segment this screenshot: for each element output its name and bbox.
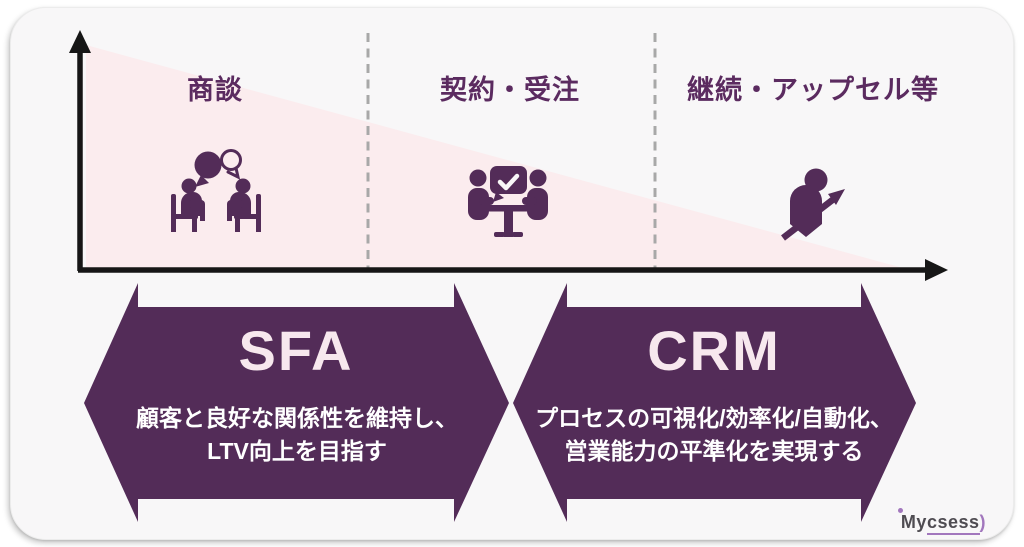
person-left	[468, 169, 494, 220]
mycsess-logo: Mycsess)	[897, 508, 986, 536]
sfa-description-line2: LTV向上を目指す	[207, 438, 387, 464]
logo-dot-icon	[897, 508, 903, 513]
logo-text-part1: My	[900, 512, 927, 532]
x-axis	[78, 259, 948, 281]
seated-person-right	[227, 178, 261, 232]
logo-text-part2: csess	[926, 512, 980, 535]
growth-icon	[781, 168, 845, 241]
sfa-title: SFA	[238, 319, 354, 382]
logo-swoosh-icon: )	[979, 512, 986, 532]
sfa-description: 顧客と良好な関係性を維持し、 LTV向上を目指す	[111, 402, 483, 468]
seated-person-left	[171, 178, 205, 232]
crm-description-line1: プロセスの可視化/効率化/自動化、	[535, 405, 893, 431]
crm-description: プロセスの可視化/効率化/自動化、 営業能力の平準化を実現する	[524, 402, 904, 468]
crm-arrow-shape	[513, 283, 916, 522]
y-axis	[69, 30, 91, 271]
logo-m: My	[897, 508, 927, 533]
sfa-description-line1: 顧客と良好な関係性を維持し、	[136, 405, 458, 431]
person-right	[522, 169, 548, 220]
stage-label-contract: 契約・受注	[440, 75, 580, 105]
agreement-icon	[468, 166, 548, 237]
sfa-arrow-shape	[84, 283, 509, 522]
table	[483, 205, 533, 237]
stage-label-upsell: 継続・アップセル等	[687, 75, 939, 105]
meeting-icon	[171, 149, 261, 232]
crm-title: CRM	[647, 319, 781, 382]
stage-label-negotiation: 商談	[187, 75, 243, 105]
funnel-triangle	[86, 45, 903, 268]
crm-description-line2: 営業能力の平準化を実現する	[564, 438, 864, 464]
